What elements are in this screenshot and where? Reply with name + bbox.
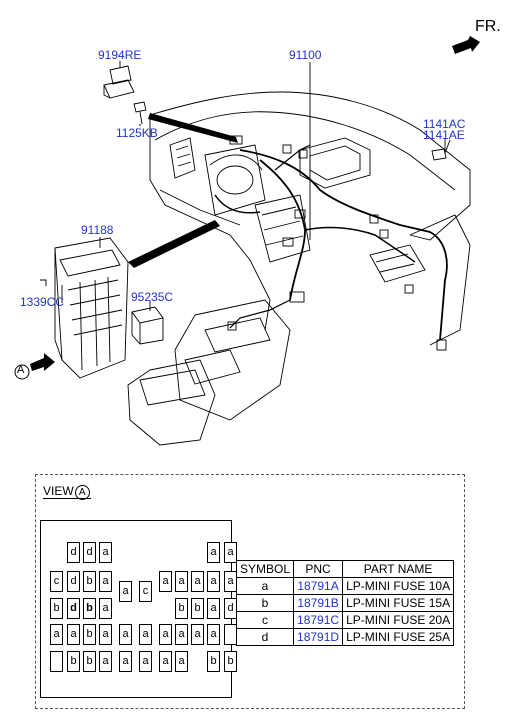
fuse-cell: b	[83, 598, 96, 619]
fuse-cell: a	[207, 571, 220, 592]
fuse-cell: b	[83, 651, 96, 672]
wiring-harness-illustration	[14, 36, 480, 446]
fuse-cell: b	[50, 598, 63, 619]
fuse-cell: a	[119, 581, 132, 602]
fuse-cell: a	[224, 542, 237, 563]
header-part-name: PART NAME	[342, 560, 455, 578]
fuse-cell	[50, 651, 63, 672]
fuse-cell: a	[99, 598, 112, 619]
view-a-panel	[35, 474, 465, 709]
row-symbol: b	[235, 594, 295, 612]
fuse-cell: a	[119, 624, 132, 645]
row-pnc: 18791C	[293, 611, 344, 629]
view-circle-marker: A	[74, 485, 90, 500]
fuse-cell: a	[159, 571, 172, 592]
part-number-1141AC: 1141AC	[423, 117, 466, 131]
header-pnc: PNC	[293, 560, 344, 578]
view-a-arrow	[30, 353, 55, 371]
part-number-91100: 91100	[289, 48, 322, 62]
fuse-cell: b	[175, 598, 188, 619]
fuse-cell: d	[67, 598, 80, 619]
fuse-cell: a	[99, 651, 112, 672]
row-part-name: LP-MINI FUSE 25A	[342, 628, 455, 646]
fuse-parts-table: SYMBOL PNC PART NAME a 18791A LP-MINI FU…	[235, 560, 455, 646]
part-number-1125KB: 1125KB	[116, 126, 158, 140]
fuse-cell: a	[175, 571, 188, 592]
row-part-name: LP-MINI FUSE 15A	[342, 594, 455, 612]
fuse-cell: a	[175, 624, 188, 645]
fuse-cell: a	[139, 651, 152, 672]
view-label-underline	[43, 498, 91, 499]
fuse-cell: d	[67, 571, 80, 592]
part-number-9194RE: 9194RE	[98, 48, 142, 62]
fuse-cell: a	[99, 571, 112, 592]
view-title: VIEW	[43, 484, 74, 498]
fuse-cell: b	[83, 571, 96, 592]
fuse-cell: a	[207, 624, 220, 645]
fuse-cell: a	[191, 571, 204, 592]
fuse-cell: a	[159, 651, 172, 672]
row-part-name: LP-MINI FUSE 20A	[342, 611, 455, 629]
part-number-91188: 91188	[81, 223, 114, 237]
fuse-cell: a	[50, 624, 63, 645]
fuse-cell: d	[67, 542, 80, 563]
fuse-cell: c	[139, 581, 152, 602]
fuse-cell: b	[224, 651, 237, 672]
fuse-cell: a	[191, 624, 204, 645]
part-number-1339CC: 1339CC	[20, 295, 65, 309]
fuse-cell: a	[139, 624, 152, 645]
part-number-95235C: 95235C	[131, 290, 174, 304]
fuse-cell: b	[191, 598, 204, 619]
table-row: a 18791A LP-MINI FUSE 10A	[235, 577, 455, 595]
table-row: c 18791C LP-MINI FUSE 20A	[235, 611, 455, 629]
row-pnc: 18791A	[293, 577, 344, 595]
row-symbol: c	[235, 611, 295, 629]
fuse-cell: a	[175, 651, 188, 672]
fuse-cell: a	[207, 542, 220, 563]
fuse-cell: b	[67, 651, 80, 672]
fuse-cell: a	[119, 651, 132, 672]
row-part-name: LP-MINI FUSE 10A	[342, 577, 455, 595]
fuse-cell: a	[67, 624, 80, 645]
front-direction-arrow	[452, 36, 480, 54]
row-symbol: a	[235, 577, 295, 595]
header-symbol: SYMBOL	[235, 560, 295, 578]
table-header-row: SYMBOL PNC PART NAME	[235, 560, 455, 578]
fuse-cell: a	[99, 542, 112, 563]
row-pnc: 18791D	[293, 628, 344, 646]
view-a-marker: A	[17, 364, 25, 376]
fuse-cell: b	[83, 624, 96, 645]
row-symbol: d	[235, 628, 295, 646]
table-row: d 18791D LP-MINI FUSE 25A	[235, 628, 455, 646]
row-pnc: 18791B	[293, 594, 344, 612]
fuse-cell: d	[83, 542, 96, 563]
fuse-cell: a	[159, 624, 172, 645]
fuse-cell: b	[207, 651, 220, 672]
fuse-cell: a	[99, 624, 112, 645]
part-number-1141AE: 1141AE	[423, 128, 465, 142]
fuse-cell: a	[207, 598, 220, 619]
table-row: b 18791B LP-MINI FUSE 15A	[235, 594, 455, 612]
front-direction-label: FR.	[475, 18, 501, 35]
fuse-cell: c	[50, 571, 63, 592]
